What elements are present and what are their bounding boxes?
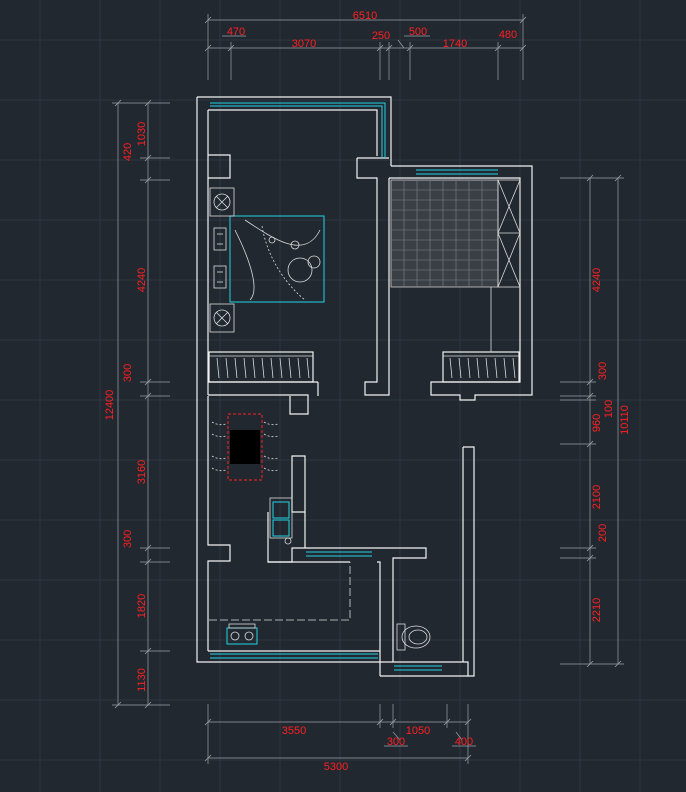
dim-bottom-3: 1050: [406, 725, 430, 737]
wardrobe-right: [442, 351, 520, 383]
dim-right-6: 200: [597, 524, 609, 542]
double-bed: [229, 215, 325, 303]
dim-top-4: 500: [409, 26, 427, 38]
dim-top-3: 250: [372, 30, 390, 42]
dim-left-1: 420: [122, 143, 134, 161]
dim-left-4: 300: [122, 364, 134, 382]
dim-left-7: 1820: [136, 594, 148, 618]
dim-right-1: 4240: [591, 268, 603, 292]
dim-right-4: 100: [603, 400, 615, 418]
wardrobe-left: [208, 351, 314, 383]
dim-top-total: 6510: [353, 10, 377, 22]
toilet: [396, 623, 431, 651]
dim-left-3: 4240: [136, 268, 148, 292]
stove: [226, 623, 258, 645]
dim-left-2: 1030: [136, 122, 148, 146]
nightstand-bottom: [209, 303, 235, 333]
dim-top-5: 1740: [443, 38, 467, 50]
exterior-walls: [196, 96, 533, 677]
dim-bottom-1: 3550: [282, 725, 306, 737]
dimension-lines: [112, 14, 624, 764]
dim-left-8: 1130: [136, 668, 148, 692]
sink: [269, 497, 293, 545]
dining-table: [211, 413, 279, 481]
dim-right-total: 10110: [619, 405, 631, 435]
nightstand-top: [209, 187, 235, 217]
windows: [210, 102, 498, 671]
dim-top-2: 3070: [292, 38, 316, 50]
dim-top-1: 470: [227, 26, 245, 38]
pillow-icons: [213, 227, 227, 289]
dim-left-6: 300: [122, 530, 134, 548]
dim-bottom-2: 300: [387, 736, 405, 748]
dim-bottom-total: 5300: [324, 761, 348, 773]
dim-right-5: 2100: [591, 485, 603, 509]
dim-right-3: 960: [591, 414, 603, 432]
dim-bottom-4: 400: [455, 736, 473, 748]
dim-top-6: 480: [499, 29, 517, 41]
bookshelf: [490, 179, 521, 352]
dim-left-total: 12400: [104, 390, 116, 421]
dim-left-5: 3160: [136, 460, 148, 484]
parquet-floor: [390, 179, 499, 288]
dim-right-2: 300: [597, 362, 609, 380]
dim-right-7: 2210: [591, 598, 603, 622]
dimension-labels: 6510 470 3070 250 500 1740 480 12400 420…: [104, 10, 631, 773]
